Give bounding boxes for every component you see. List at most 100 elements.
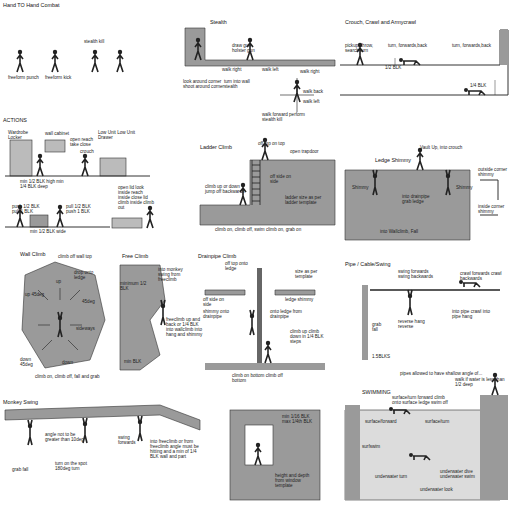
annotation-label: walk left xyxy=(303,100,328,105)
annotation-label: grab fall xyxy=(12,468,32,473)
wall-block xyxy=(362,285,368,360)
annotation-label: shimmy onto drainpipe xyxy=(203,310,233,320)
panel-heading: Free Climb xyxy=(122,254,162,260)
annotation-label: drop onto ledge xyxy=(74,271,104,281)
annotation-label: climb off wall top xyxy=(58,255,93,260)
panel-heading: Ledge Shimmy xyxy=(375,158,415,164)
floor-line xyxy=(340,30,508,95)
annotation-label: reverse hang reverse xyxy=(398,320,428,330)
panel-heading: SWIMMING xyxy=(362,390,402,396)
annotation-label: walk right xyxy=(222,68,250,73)
annotation-label: Low Unit Low Unit Drawer xyxy=(98,131,138,141)
window xyxy=(245,425,273,465)
annotation-label: min 1/2 BLK high min 1/4 BLK deep xyxy=(20,180,65,190)
annotation-label: underwater turn xyxy=(375,475,410,480)
annotation-label: open trapdoor xyxy=(290,150,325,155)
figure xyxy=(417,148,423,170)
annotation-label: turn into wall stealth xyxy=(224,80,264,90)
figure xyxy=(265,341,271,363)
figure xyxy=(399,58,420,65)
panel-heading: Pipe / Cable/Swing xyxy=(345,262,405,268)
annotation-label: walk right xyxy=(300,70,330,75)
ladder-wall xyxy=(200,160,335,225)
panel-heading: Crouch, Crawl and Armycrawl xyxy=(345,20,435,26)
ledge-block xyxy=(345,170,470,240)
chest xyxy=(112,218,142,228)
annotation-label: angle not to be greater than 10deg xyxy=(45,433,90,443)
annotation-label: up xyxy=(56,280,68,285)
direction-arrow xyxy=(38,288,82,350)
water-body xyxy=(345,410,500,500)
annotation-label: up 45deg xyxy=(25,293,47,298)
figure xyxy=(389,407,410,414)
direction-cross xyxy=(280,78,314,112)
annotation-label: Shimmy xyxy=(456,186,481,191)
annotation-label: into monkey swing from freeclimb xyxy=(158,268,193,283)
annotation-label: turn on the spot 180deg turn xyxy=(55,462,100,472)
annotation-label: min 1/16 BLK max 1/4th BLK xyxy=(282,415,317,425)
ladder-symbol xyxy=(252,160,260,205)
figure xyxy=(446,170,450,195)
figure xyxy=(17,50,23,72)
panel-heading: ACTIONS xyxy=(3,118,38,124)
figure xyxy=(57,205,63,227)
figure xyxy=(408,290,412,315)
annotation-label: crawl forwards crawl backwards xyxy=(460,272,505,282)
annotation-label: freeform punch xyxy=(8,76,43,81)
figure xyxy=(138,416,142,441)
annotation-label: underwater dive underwater swim xyxy=(440,470,480,480)
annotation-label: surface/turn forward climb onto surface … xyxy=(392,396,452,406)
annotation-label: pipes allowed to have shallow angle of..… xyxy=(400,372,490,377)
annotation-label: climb up climb down in 1/4 BLK steps xyxy=(290,330,325,345)
annotation-label: wall cabinet xyxy=(45,132,75,137)
annotation-label: grab fall xyxy=(372,323,387,333)
figure xyxy=(92,50,98,72)
annotation-label: push 1/2 BLK pull 1 BLK xyxy=(12,205,42,215)
annotation-label: walk left xyxy=(262,68,290,73)
wall-block xyxy=(230,410,320,500)
figure xyxy=(58,312,62,337)
annotation-label: draw gun holster gun xyxy=(232,44,262,54)
panel-heading: Monkey Swing xyxy=(3,400,53,406)
annotation-label: walk forward perform stealth kill xyxy=(262,113,307,123)
annotation-label: surfswim xyxy=(362,445,390,450)
annotation-label: turn, forwards,back xyxy=(452,44,492,49)
wall-cabinet xyxy=(45,140,65,152)
annotation-label: 1/4 BLK xyxy=(470,84,492,89)
annotation-label: min 1/2 BLK wide xyxy=(30,230,70,235)
annotation-label: size as per template xyxy=(295,270,325,280)
annotation-label: off side on side xyxy=(270,175,300,185)
wardrobe xyxy=(10,140,32,176)
figure xyxy=(82,154,88,176)
floor-line xyxy=(5,176,150,177)
annotation-label: 1.5BLKS xyxy=(372,355,397,360)
annotation-label: into Wallclimb, Fall xyxy=(380,230,440,235)
figure xyxy=(52,50,58,72)
annotation-label: climb on, climb off, fall and grab xyxy=(35,375,115,380)
figure xyxy=(294,80,300,102)
panel-heading: Hand TO Hand Combat xyxy=(3,3,93,9)
annotation-label: freeclimb up and back or 1/4 BLK into wa… xyxy=(166,318,204,338)
annotation-label: outside corner shimmy xyxy=(478,168,510,178)
annotation-label: min BLK xyxy=(124,360,144,365)
panel-heading: Stealth xyxy=(210,20,250,26)
drainpipe xyxy=(257,268,262,363)
panel-heading: Wall Climb xyxy=(20,252,60,258)
annotation-label: pull 1/2 BLK push 1 BLK xyxy=(66,205,96,215)
annotation-label: minimum 1/2 BLK xyxy=(120,282,150,292)
figure xyxy=(409,453,430,460)
annotation-label: surface/turn xyxy=(425,420,455,425)
annotation-label: underwater look xyxy=(420,488,455,493)
annotation-label: ledge shimmy xyxy=(285,298,315,303)
figure xyxy=(28,420,32,445)
figure xyxy=(373,170,377,195)
annotation-label: inside corner shimmy xyxy=(478,205,510,215)
figure xyxy=(117,50,123,72)
pool-wall xyxy=(345,395,508,500)
figure xyxy=(464,88,485,95)
pipe xyxy=(370,289,500,291)
annotation-label: ladder size as per ladder template xyxy=(285,196,330,206)
push-block xyxy=(30,215,48,227)
annotation-label: surface/forward xyxy=(365,420,400,425)
panel-heading: Ladder Climb xyxy=(200,145,250,151)
